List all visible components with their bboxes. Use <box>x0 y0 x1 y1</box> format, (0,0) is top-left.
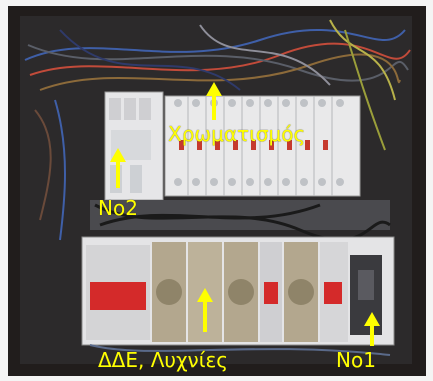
wire-bundle-top <box>24 19 411 241</box>
label-bottom-left: ΔΔΕ, Λυχνίες <box>98 348 229 372</box>
label-top: Χρωματισμός <box>168 122 306 146</box>
label-bottom-right: Νο1 <box>336 348 376 372</box>
arrow-left-icon <box>110 148 126 188</box>
arrow-bottom-right-icon <box>364 312 380 346</box>
upper-breaker-row <box>164 95 361 197</box>
wire-bundle-bottom <box>89 344 391 356</box>
upper-left-breaker-group <box>104 91 164 201</box>
annotation-arrows <box>110 82 380 346</box>
arrow-top-icon <box>206 82 222 120</box>
arrow-bottom-center-icon <box>197 288 213 332</box>
label-left: Νο2 <box>98 196 138 220</box>
wire-bundle-middle <box>94 203 391 242</box>
lower-breaker-row <box>81 236 395 346</box>
